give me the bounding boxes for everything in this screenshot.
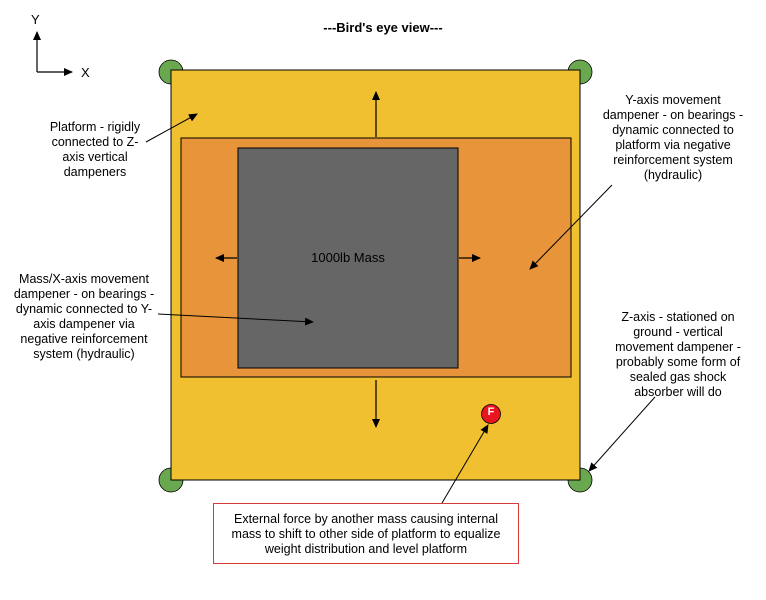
- callout-line: dynamic connected to: [612, 123, 734, 137]
- callout-line: axis vertical: [62, 150, 128, 164]
- y-axis-label: Y: [31, 12, 40, 27]
- callout-line: negative reinforcement: [20, 332, 148, 346]
- force-marker: [481, 404, 501, 424]
- y-axis-callout: Y-axis movement dampener - on bearings -…: [583, 93, 763, 183]
- note-line: mass to shift to other side of platform …: [231, 527, 501, 541]
- diagram-title: ---Bird's eye view---: [323, 20, 443, 35]
- callout-line: dynamic connected to Y-: [15, 302, 153, 316]
- callout-line: dampener - on bearings -: [602, 108, 744, 122]
- callout-line: reinforcement system: [613, 153, 733, 167]
- callout-line: dampener - on bearings -: [13, 287, 155, 301]
- platform-callout: Platform - rigidly connected to Z- axis …: [20, 120, 170, 180]
- mass-label: 1000lb Mass: [311, 250, 385, 265]
- callout-line: dampeners: [63, 165, 127, 179]
- callout-line: Platform - rigidly: [49, 120, 141, 134]
- callout-line: sealed gas shock: [629, 370, 727, 384]
- callout-line: (hydraulic): [643, 168, 703, 182]
- callout-line: Mass/X-axis movement: [19, 272, 149, 286]
- callout-line: absorber will do: [634, 385, 722, 399]
- force-marker-label: F: [487, 406, 495, 418]
- pointer-y-axis: [529, 184, 613, 270]
- callout-line: probably some form of: [615, 355, 741, 369]
- pointer-platform: [145, 113, 198, 143]
- callout-line: platform via negative: [615, 138, 731, 152]
- pointer-external-force: [441, 424, 489, 504]
- callout-line: Y-axis movement: [625, 93, 721, 107]
- mass-x-axis-callout: Mass/X-axis movement dampener - on beari…: [4, 272, 164, 362]
- pointer-z-axis: [588, 396, 656, 472]
- mass-block: [237, 147, 459, 369]
- z-axis-callout: Z-axis - stationed on ground - vertical …: [596, 310, 760, 400]
- callout-line: movement dampener -: [615, 340, 741, 354]
- callout-line: connected to Z-: [51, 135, 139, 149]
- callout-line: system (hydraulic): [33, 347, 135, 361]
- x-axis-label: X: [81, 65, 90, 80]
- callout-line: ground - vertical: [633, 325, 723, 339]
- note-line: External force by another mass causing i…: [233, 512, 499, 526]
- external-force-note: External force by another mass causing i…: [213, 503, 519, 564]
- pointer-mass-x-axis: [157, 313, 314, 326]
- callout-line: Z-axis - stationed on: [621, 310, 735, 324]
- callout-line: axis dampener via: [33, 317, 135, 331]
- note-line: weight distribution and level platform: [264, 542, 468, 556]
